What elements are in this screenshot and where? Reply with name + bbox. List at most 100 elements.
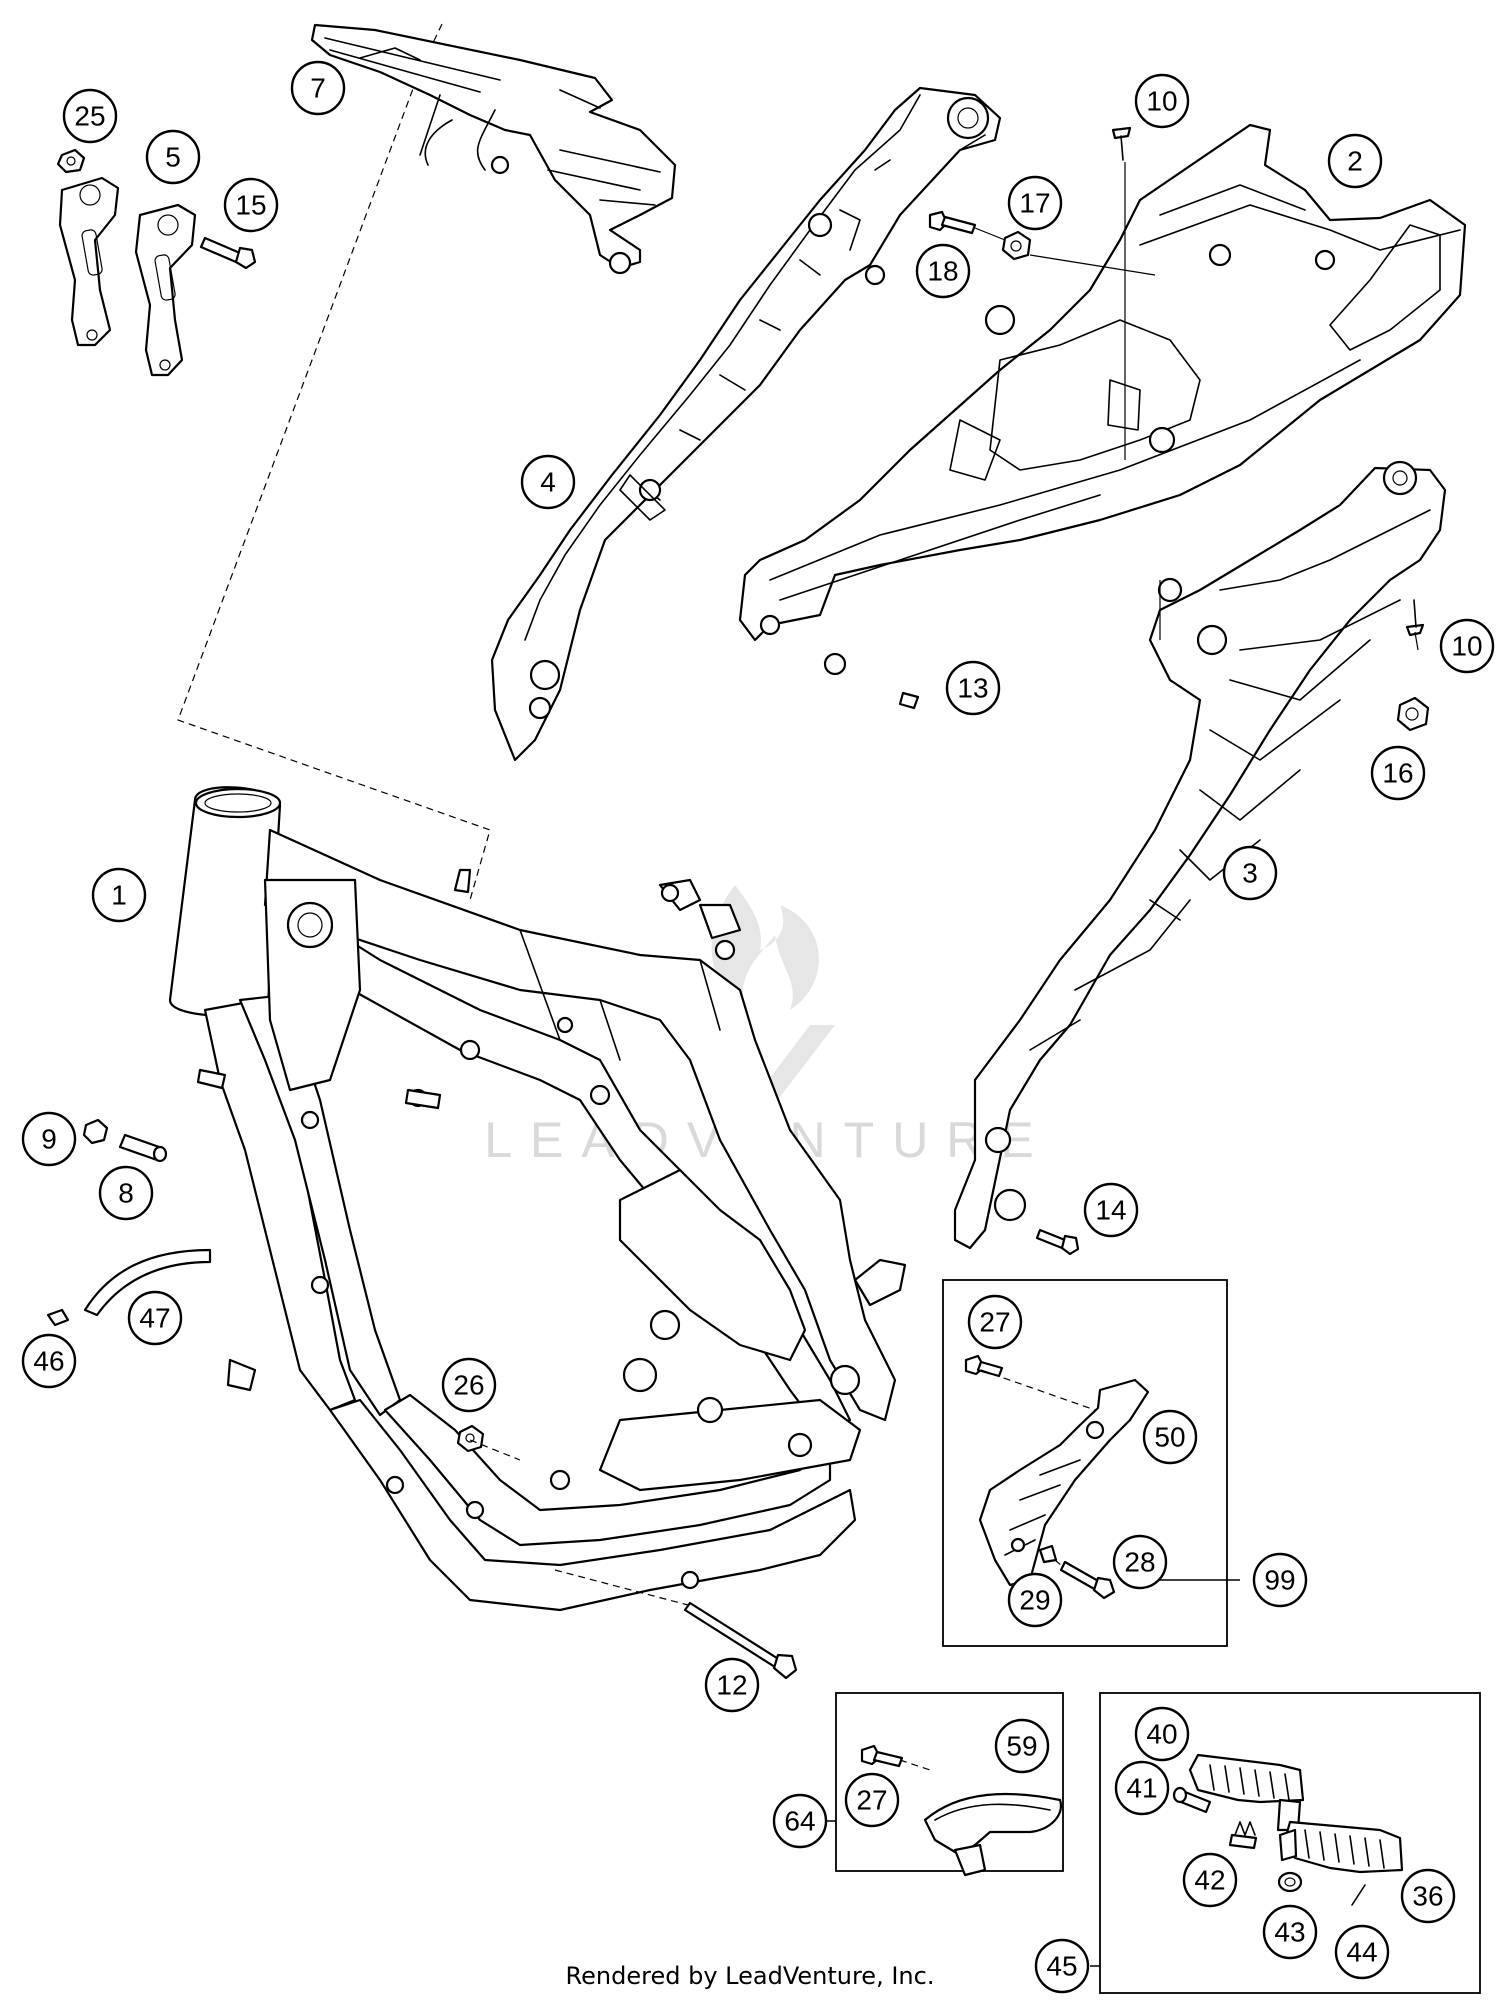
part-3-right-rail <box>953 460 1447 1250</box>
part-10-bolt-top <box>1111 126 1132 161</box>
svg-text:14: 14 <box>1095 1195 1126 1226</box>
leader-lines <box>469 162 1419 1967</box>
svg-text:45: 45 <box>1046 1951 1077 1982</box>
part-17-nut <box>1001 230 1032 261</box>
part-16-nut <box>1396 696 1430 732</box>
box-64 <box>835 1692 1064 1872</box>
part-59-slider <box>923 1792 1063 1877</box>
callout-28: 28 <box>1112 1534 1168 1590</box>
callout-7: 7 <box>290 60 346 116</box>
svg-text:4: 4 <box>540 467 556 498</box>
callout-10-top: 10 <box>1134 73 1190 129</box>
svg-text:99: 99 <box>1264 1565 1295 1596</box>
callout-59: 59 <box>994 1718 1050 1774</box>
callout-12: 12 <box>704 1657 760 1713</box>
callout-26: 26 <box>441 1357 497 1413</box>
part-5-brackets <box>58 176 197 377</box>
svg-text:7: 7 <box>310 73 326 104</box>
callout-1: 1 <box>91 867 147 923</box>
part-8-sleeve <box>118 1133 168 1163</box>
callout-14: 14 <box>1083 1182 1139 1238</box>
svg-text:28: 28 <box>1124 1547 1155 1578</box>
callout-29: 29 <box>1007 1572 1063 1628</box>
svg-text:64: 64 <box>784 1806 815 1837</box>
svg-text:43: 43 <box>1274 1917 1305 1948</box>
part-44-cotter-pin <box>1351 1884 1366 1906</box>
part-1-main-frame <box>168 786 907 1612</box>
callout-5: 5 <box>145 129 201 185</box>
svg-text:27: 27 <box>856 1785 887 1816</box>
svg-text:47: 47 <box>139 1303 170 1334</box>
callout-44: 44 <box>1334 1924 1390 1980</box>
callout-17: 17 <box>1007 175 1063 231</box>
part-9-nut <box>82 1118 109 1145</box>
part-36-footpeg <box>1278 1820 1404 1874</box>
callout-16: 16 <box>1370 745 1426 801</box>
svg-text:40: 40 <box>1146 1719 1177 1750</box>
svg-text:3: 3 <box>1242 858 1258 889</box>
callout-36: 36 <box>1400 1868 1456 1924</box>
callout-9: 9 <box>21 1111 77 1167</box>
svg-text:46: 46 <box>33 1346 64 1377</box>
svg-text:10: 10 <box>1451 631 1482 662</box>
part-15-bolt <box>199 236 257 270</box>
callout-2: 2 <box>1327 133 1383 189</box>
part-12-long-bolt <box>683 1601 798 1680</box>
svg-text:2: 2 <box>1347 146 1363 177</box>
callout-41: 41 <box>1114 1760 1170 1816</box>
part-27-bolt-a <box>964 1354 1004 1378</box>
svg-text:26: 26 <box>453 1370 484 1401</box>
svg-text:44: 44 <box>1346 1937 1377 1968</box>
callout-42: 42 <box>1182 1852 1238 1908</box>
part-4-left-rail <box>490 86 1002 762</box>
svg-text:17: 17 <box>1019 188 1050 219</box>
part-40-footpeg <box>1188 1753 1305 1832</box>
part-25-nut <box>56 148 86 174</box>
box-45 <box>1099 1692 1481 1994</box>
part-43-washer <box>1277 1871 1303 1893</box>
part-13-bolt <box>898 691 920 710</box>
part-28-bolt <box>1059 1560 1116 1600</box>
svg-text:16: 16 <box>1382 758 1413 789</box>
callout-45: 45 <box>1034 1938 1090 1994</box>
part-46-clip <box>46 1308 70 1327</box>
part-27-bolt-b <box>860 1744 904 1768</box>
svg-text:59: 59 <box>1006 1731 1037 1762</box>
svg-text:8: 8 <box>118 1178 134 1209</box>
callout-47: 47 <box>127 1290 183 1346</box>
footer-credit: Rendered by LeadVenture, Inc. <box>565 1962 935 1990</box>
guide-line-7-to-1 <box>177 23 491 901</box>
callout-50: 50 <box>1142 1409 1198 1465</box>
svg-text:41: 41 <box>1126 1773 1157 1804</box>
part-2-airbox-subframe <box>738 123 1467 676</box>
callout-40: 40 <box>1134 1706 1190 1762</box>
part-47-hose <box>83 1248 212 1317</box>
part-7-upper-guard <box>310 23 677 275</box>
svg-text:29: 29 <box>1019 1585 1050 1616</box>
callout-15: 15 <box>223 177 279 233</box>
callout-18: 18 <box>915 243 971 299</box>
part-29-washer <box>1038 1544 1058 1564</box>
callout-8: 8 <box>98 1165 154 1221</box>
callout-4: 4 <box>520 454 576 510</box>
svg-text:12: 12 <box>716 1670 747 1701</box>
svg-text:5: 5 <box>165 142 181 173</box>
part-41-pin <box>1172 1786 1212 1814</box>
svg-text:1: 1 <box>111 880 127 911</box>
svg-text:42: 42 <box>1194 1865 1225 1896</box>
svg-text:10: 10 <box>1146 86 1177 117</box>
svg-text:9: 9 <box>41 1124 57 1155</box>
callout-13: 13 <box>945 660 1001 716</box>
part-26-nut <box>456 1424 485 1453</box>
callout-3: 3 <box>1222 845 1278 901</box>
part-10-bolt-right <box>1405 599 1425 637</box>
svg-text:27: 27 <box>979 1307 1010 1338</box>
callout-25: 25 <box>62 88 118 144</box>
svg-text:25: 25 <box>74 101 105 132</box>
svg-text:50: 50 <box>1154 1422 1185 1453</box>
svg-text:36: 36 <box>1412 1881 1443 1912</box>
part-14-bolt <box>1035 1228 1080 1256</box>
part-18-bolt <box>928 210 977 235</box>
svg-text:15: 15 <box>235 190 266 221</box>
